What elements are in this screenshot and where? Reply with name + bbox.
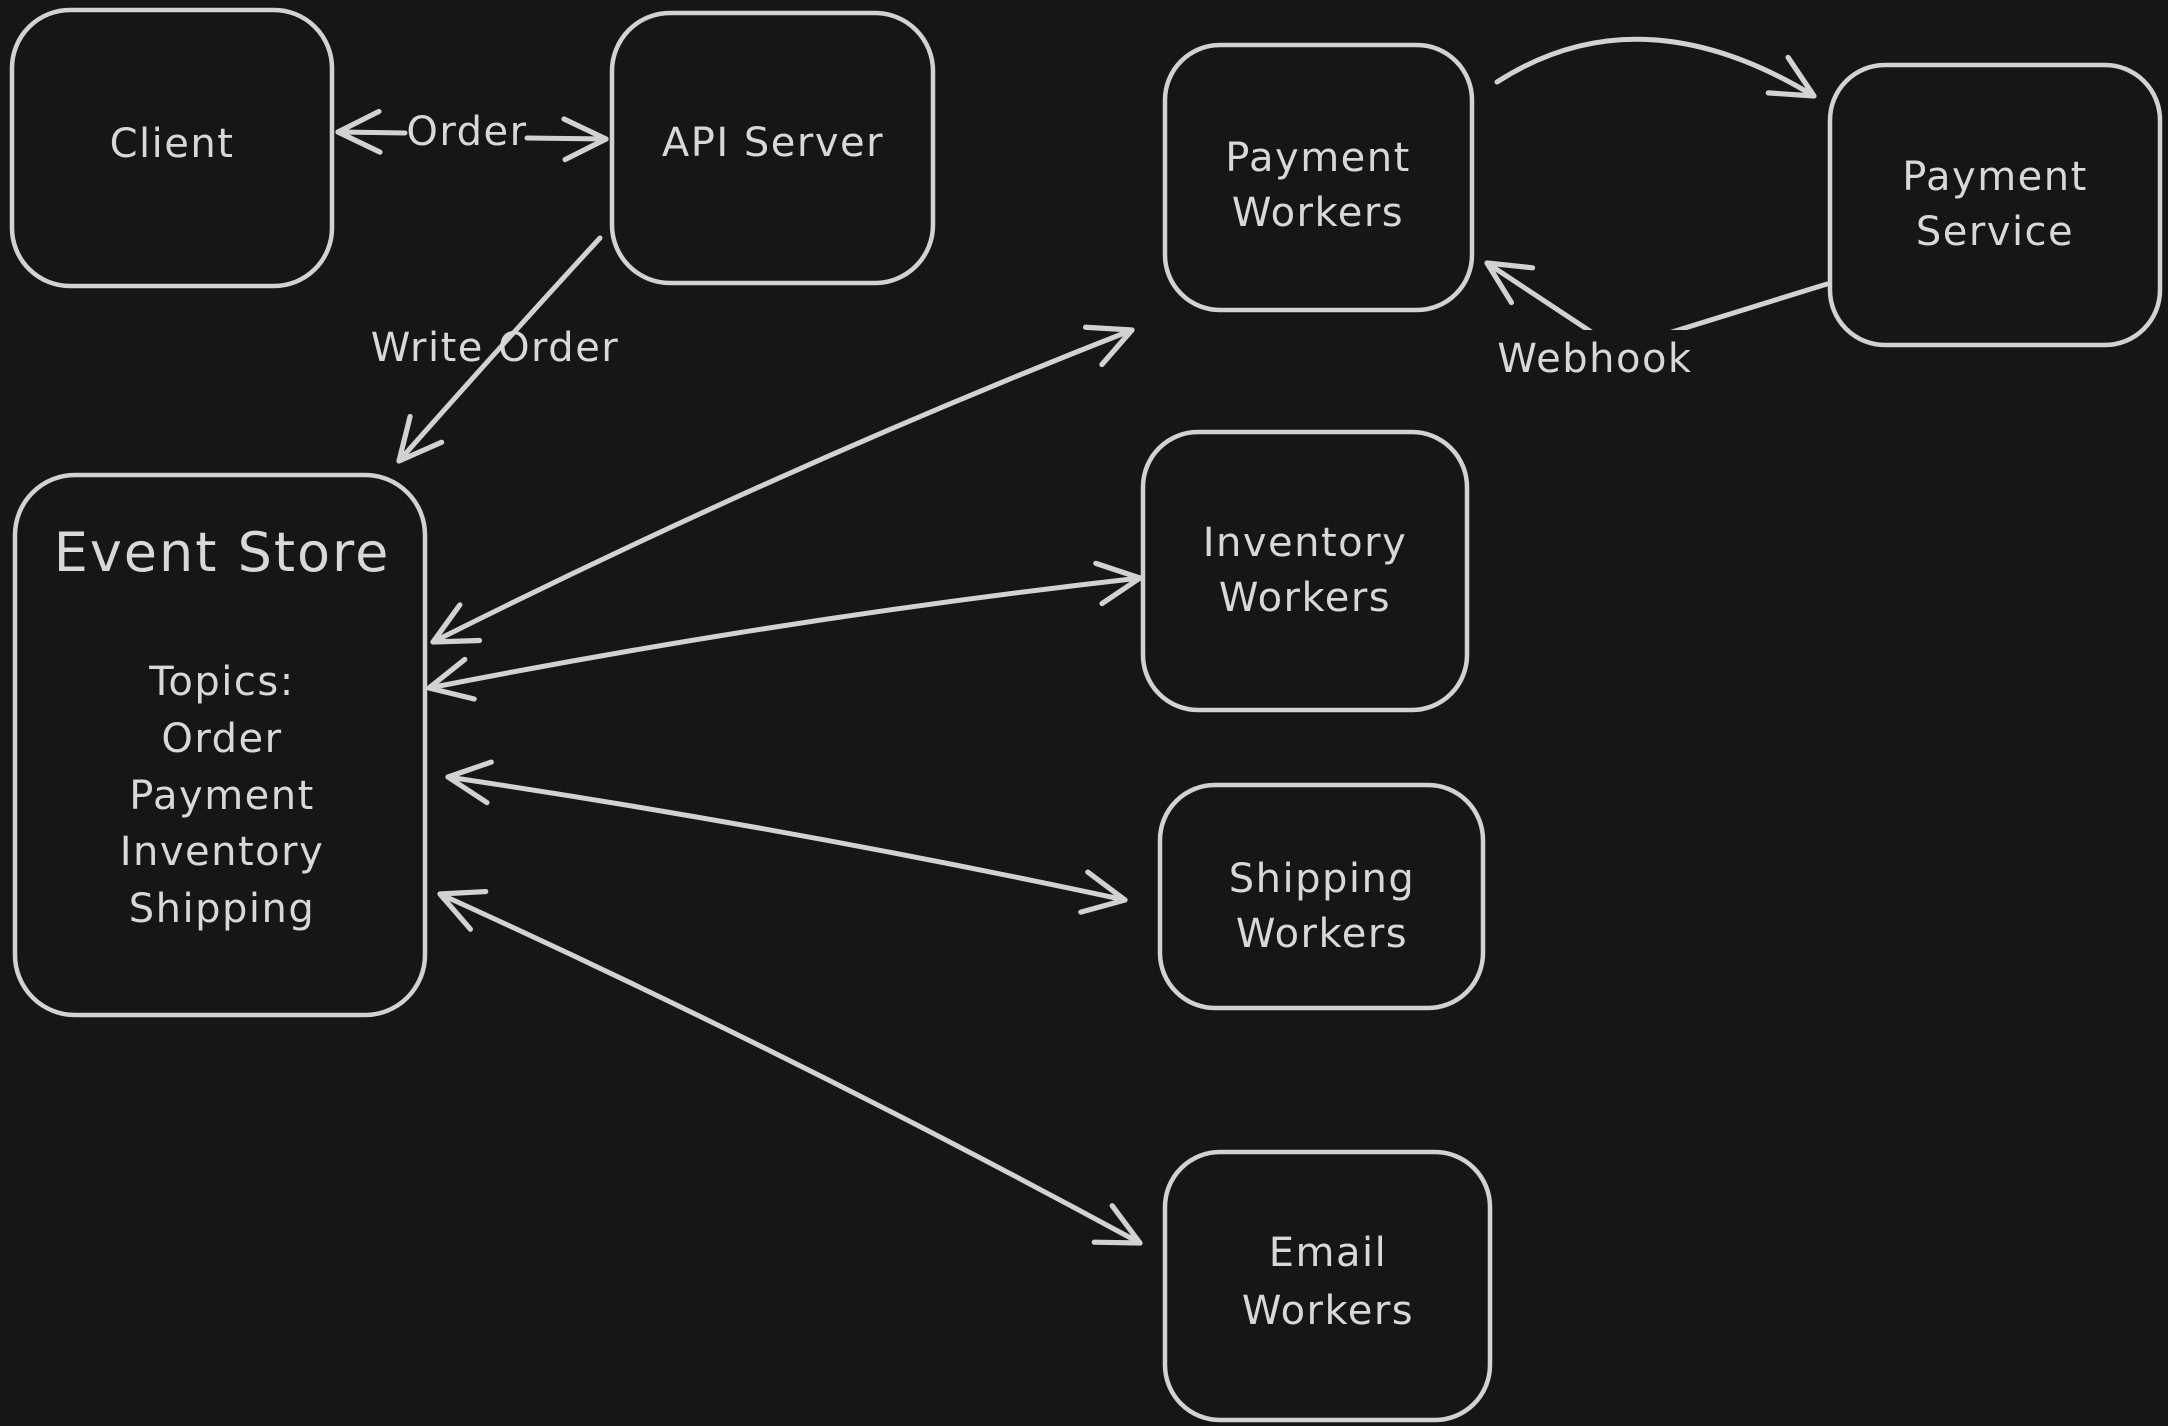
event-store-title: Event Store (54, 521, 391, 584)
inventory-workers-label-line1: Inventory (1203, 520, 1408, 566)
payment-workers-node (1162, 42, 1475, 313)
event-store-shipping-workers-arrow (445, 759, 1128, 915)
event-store-node (12, 472, 428, 1018)
event-store-topics-heading: Topics: (148, 659, 294, 705)
client-label: Client (110, 121, 235, 167)
shipping-workers-label-line1: Shipping (1229, 856, 1416, 902)
write-order-edge-label: Write Order (371, 325, 620, 371)
payment-workers-label-line1: Payment (1225, 135, 1411, 181)
api-server-label: API Server (662, 120, 884, 166)
payment-workers-to-payment-service-arc (1494, 36, 1817, 99)
inventory-workers-label-line2: Workers (1219, 575, 1391, 621)
payment-service-node (1827, 62, 2163, 348)
order-edge-label: Order (406, 109, 527, 155)
inventory-workers-node (1140, 429, 1470, 713)
order-arrow-to-api-server (524, 116, 609, 163)
shipping-workers-label-line2: Workers (1236, 911, 1408, 957)
event-store-topic-order: Order (161, 716, 282, 762)
webhook-label-mask (1496, 330, 1696, 382)
order-arrow-to-client (335, 108, 408, 155)
payment-service-label-line2: Service (1916, 209, 2074, 255)
shipping-workers-node (1157, 782, 1486, 1011)
event-store-topic-payment: Payment (129, 773, 315, 819)
email-workers-node (1162, 1149, 1493, 1423)
email-workers-label-line2: Workers (1242, 1288, 1414, 1334)
payment-workers-label-line2: Workers (1232, 190, 1404, 236)
payment-service-label-line1: Payment (1902, 154, 2088, 200)
event-store-topic-shipping: Shipping (129, 886, 316, 932)
email-workers-label-line1: Email (1269, 1230, 1387, 1276)
event-store-topic-inventory: Inventory (120, 829, 325, 875)
event-store-inventory-workers-arrow (426, 560, 1143, 702)
event-store-email-workers-arrow (437, 888, 1143, 1246)
api-server-node (609, 10, 936, 286)
webhook-edge-label: Webhook (1497, 336, 1692, 382)
client-node (9, 7, 335, 289)
